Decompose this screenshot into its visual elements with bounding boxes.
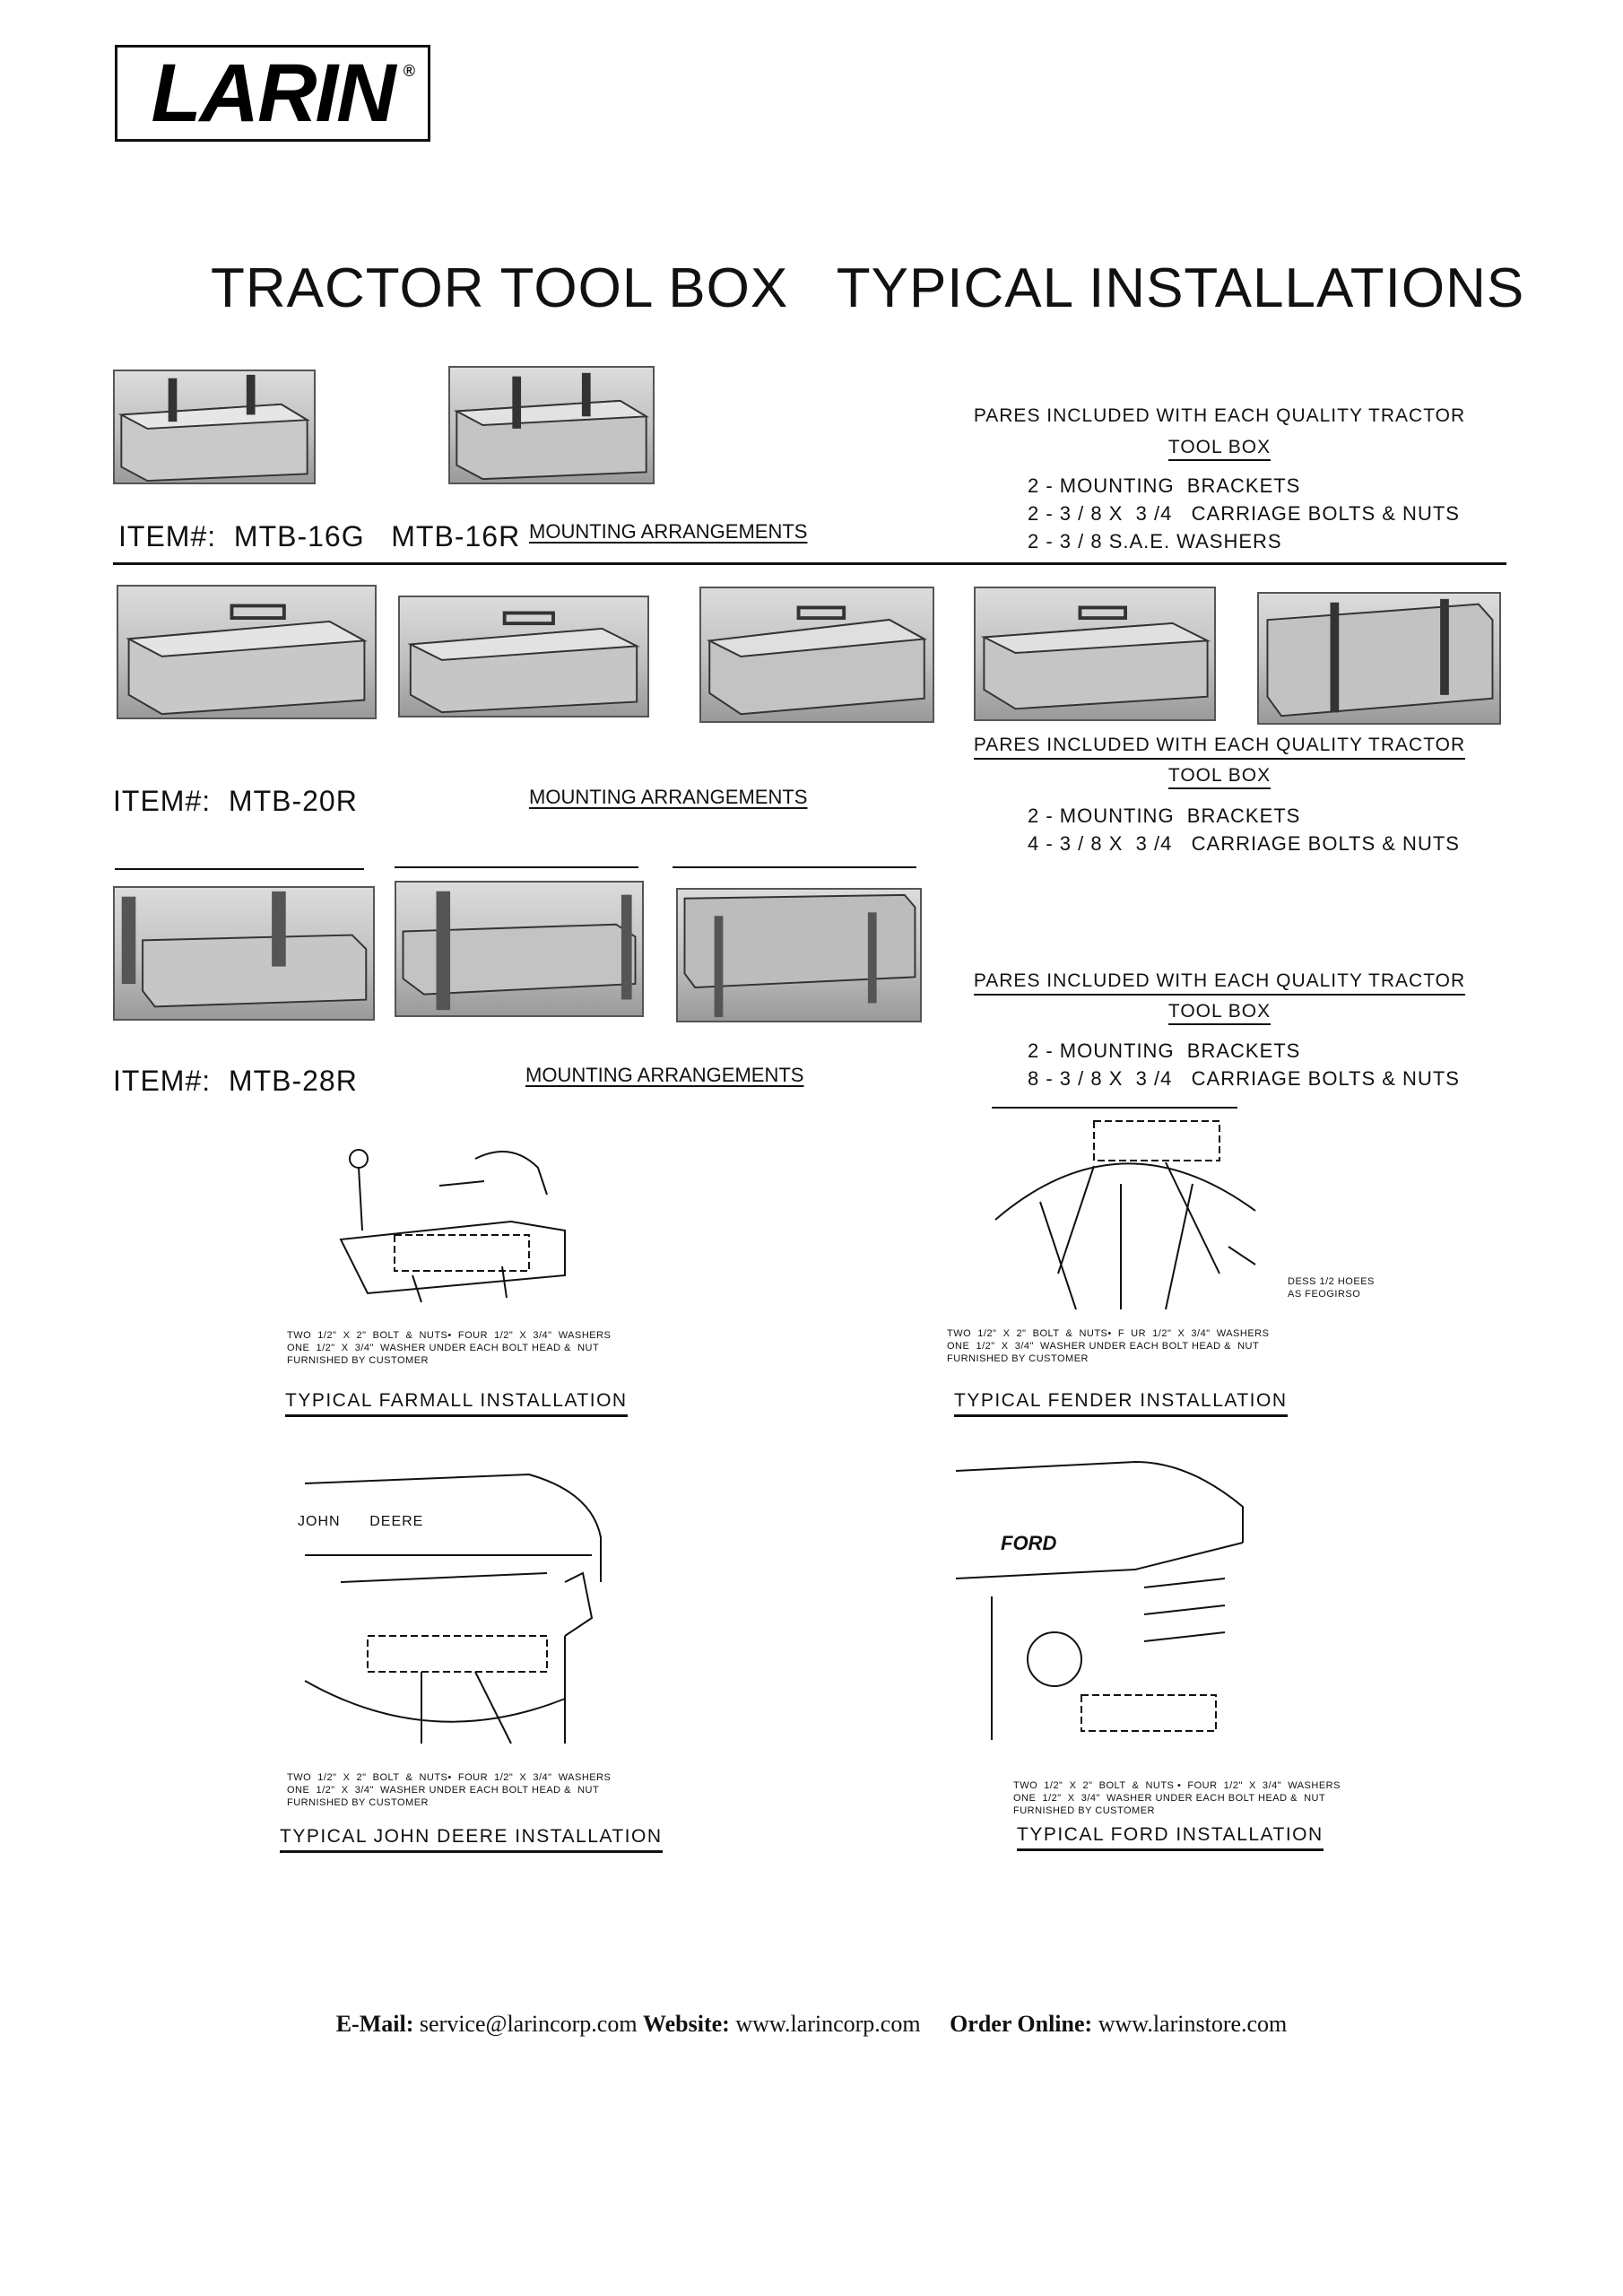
section-divider (113, 562, 1506, 565)
parts-heading-1: PARES INCLUDED WITH EACH QUALITY TRACTOR (950, 405, 1488, 427)
email-link[interactable]: service@larincorp.com (419, 2011, 638, 2037)
parts-item: 2 - 3 / 8 S.A.E. WASHERS (1028, 530, 1282, 552)
toolbox-photo-mtb28r-2 (395, 881, 644, 1017)
toolbox-photo-mtb28r-1 (113, 886, 375, 1021)
john-deere-drawing-label: JOHN DEERE (298, 1514, 424, 1529)
parts-list-3: 2 - MOUNTING BRACKETS 8 - 3 / 8 X 3 /4 C… (1028, 1037, 1460, 1092)
photo-divider (115, 868, 364, 870)
mounting-arrangements-3: MOUNTING ARRANGEMENTS (525, 1064, 804, 1086)
parts-subheading-text-2: TOOL BOX (1167, 765, 1271, 789)
parts-item: 4 - 3 / 8 X 3 /4 CARRIAGE BOLTS & NUTS (1028, 832, 1460, 855)
farmall-installation-note: TWO 1/2" X 2" BOLT & NUTS• FOUR 1/2" X 3… (287, 1330, 612, 1366)
fender-callout: DESS 1/2 HOEES AS FEOGIRSO (1288, 1276, 1375, 1300)
mounting-arrangements-2: MOUNTING ARRANGEMENTS (529, 786, 808, 808)
order-online-label: Order Online: (950, 2011, 1093, 2037)
toolbox-photo-mtb16r (448, 366, 655, 484)
item-label-mtb28r: ITEM#: MTB-28R (113, 1065, 358, 1097)
parts-item: 8 - 3 / 8 X 3 /4 CARRIAGE BOLTS & NUTS (1028, 1067, 1460, 1090)
parts-subheading-2: TOOL BOX (950, 765, 1488, 789)
parts-heading-2: PARES INCLUDED WITH EACH QUALITY TRACTOR (950, 735, 1488, 760)
order-online-link[interactable]: www.larinstore.com (1098, 2011, 1288, 2037)
photo-divider (673, 866, 916, 868)
toolbox-photo-mtb20r-5 (1257, 592, 1501, 725)
toolbox-photo-mtb20r-1 (117, 585, 377, 719)
photo-divider (395, 866, 638, 868)
section-divider (992, 1107, 1237, 1109)
parts-subheading-text-3: TOOL BOX (1167, 1001, 1271, 1025)
parts-heading-text-3: PARES INCLUDED WITH EACH QUALITY TRACTOR (973, 970, 1466, 996)
parts-item: 2 - MOUNTING BRACKETS (1028, 474, 1301, 497)
parts-list-2: 2 - MOUNTING BRACKETS 4 - 3 / 8 X 3 /4 C… (1028, 802, 1460, 857)
mounting-arrangements-1: MOUNTING ARRANGEMENTS (529, 520, 808, 543)
fender-installation-drawing (986, 1112, 1264, 1318)
item-label-mtb20r: ITEM#: MTB-20R (113, 785, 358, 817)
parts-item: 2 - MOUNTING BRACKETS (1028, 804, 1301, 827)
toolbox-photo-mtb28r-3 (676, 888, 922, 1022)
toolbox-photo-mtb16g (113, 370, 316, 484)
farmall-installation-title: TYPICAL FARMALL INSTALLATION (285, 1390, 628, 1417)
john-deere-installation-title: TYPICAL JOHN DEERE INSTALLATION (280, 1826, 663, 1853)
ford-installation-drawing: FORD (956, 1435, 1261, 1758)
parts-heading-text-1: PARES INCLUDED WITH EACH QUALITY TRACTOR (973, 405, 1466, 426)
fender-installation-note: TWO 1/2" X 2" BOLT & NUTS• F UR 1/2" X 3… (947, 1328, 1270, 1364)
website-label: Website: (643, 2011, 730, 2037)
website-link[interactable]: www.larincorp.com (735, 2011, 921, 2037)
fender-installation-title: TYPICAL FENDER INSTALLATION (954, 1390, 1288, 1417)
farmall-installation-drawing (332, 1132, 583, 1311)
larin-logo: LARIN ® (115, 45, 430, 142)
parts-subheading-text-1: TOOL BOX (1167, 437, 1271, 461)
parts-subheading-3: TOOL BOX (950, 1001, 1488, 1025)
contact-footer: E-Mail: service@larincorp.com Website: w… (0, 2011, 1623, 2038)
parts-list-1: 2 - MOUNTING BRACKETS 2 - 3 / 8 X 3 /4 C… (1028, 472, 1460, 555)
toolbox-photo-mtb20r-3 (699, 587, 934, 723)
page-title: TRACTOR TOOL BOX TYPICAL INSTALLATIONS (211, 257, 1525, 319)
logo-text: LARIN (151, 48, 395, 139)
parts-item: 2 - 3 / 8 X 3 /4 CARRIAGE BOLTS & NUTS (1028, 502, 1460, 525)
john-deere-installation-note: TWO 1/2" X 2" BOLT & NUTS• FOUR 1/2" X 3… (287, 1772, 612, 1808)
parts-heading-text-2: PARES INCLUDED WITH EACH QUALITY TRACTOR (973, 735, 1466, 760)
ford-installation-note: TWO 1/2" X 2" BOLT & NUTS • FOUR 1/2" X … (1013, 1780, 1341, 1816)
parts-heading-3: PARES INCLUDED WITH EACH QUALITY TRACTOR (950, 970, 1488, 996)
john-deere-installation-drawing: JOHN DEERE (296, 1457, 655, 1752)
parts-subheading-1: TOOL BOX (950, 437, 1488, 461)
registered-mark: ® (403, 62, 415, 80)
parts-item: 2 - MOUNTING BRACKETS (1028, 1039, 1301, 1062)
email-label: E-Mail: (335, 2011, 414, 2037)
item-label-mtb16: ITEM#: MTB-16G MTB-16R (118, 520, 521, 552)
ford-installation-title: TYPICAL FORD INSTALLATION (1017, 1824, 1324, 1851)
toolbox-photo-mtb20r-4 (974, 587, 1216, 721)
ford-drawing-label: FORD (1001, 1532, 1057, 1554)
toolbox-photo-mtb20r-2 (398, 596, 649, 718)
